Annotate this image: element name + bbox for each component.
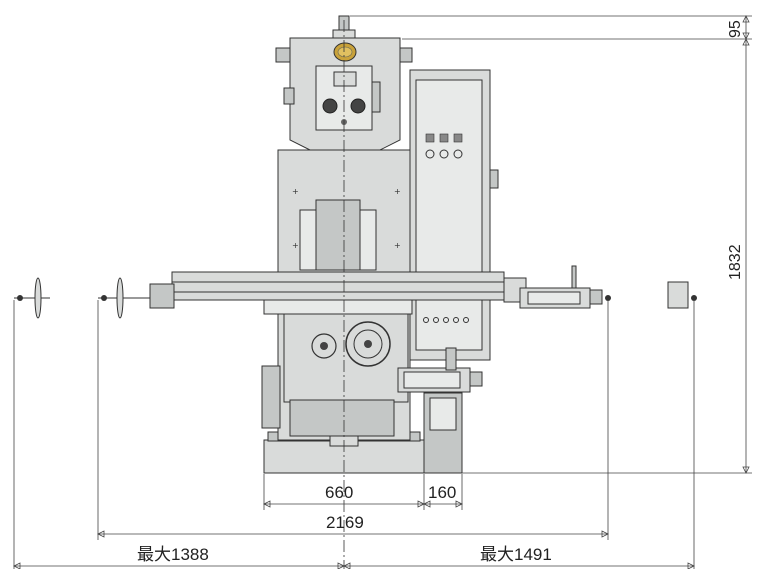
machine-knee bbox=[283, 311, 409, 403]
dim-top-offset: 95 bbox=[727, 20, 744, 38]
svg-text:+: + bbox=[292, 241, 299, 250]
svg-text:+: + bbox=[394, 241, 401, 250]
work-table bbox=[171, 271, 505, 301]
dim-overall-length: 2169 bbox=[326, 513, 364, 532]
svg-text:+: + bbox=[292, 187, 299, 196]
right-crank-handle bbox=[667, 281, 697, 309]
dim-max-left: 最大1388 bbox=[137, 545, 209, 564]
left-handwheel-inner bbox=[98, 277, 150, 319]
dimension-lines bbox=[13, 15, 752, 569]
cabinet-switches bbox=[425, 133, 463, 159]
svg-text:+: + bbox=[394, 187, 401, 196]
dim-table-travel: 660 bbox=[325, 483, 353, 502]
dial-left bbox=[322, 98, 338, 114]
dial-right bbox=[350, 98, 366, 114]
dim-max-right: 最大1491 bbox=[480, 545, 552, 564]
dim-offset: 160 bbox=[428, 483, 456, 502]
dim-height: 1832 bbox=[727, 244, 744, 280]
machine-drawing: + + + + bbox=[14, 15, 697, 474]
cabinet-indicator-row bbox=[423, 317, 469, 323]
knee-handwheel bbox=[311, 333, 337, 359]
saddle-handwheel bbox=[345, 321, 391, 367]
left-handwheel-outer bbox=[14, 277, 50, 319]
